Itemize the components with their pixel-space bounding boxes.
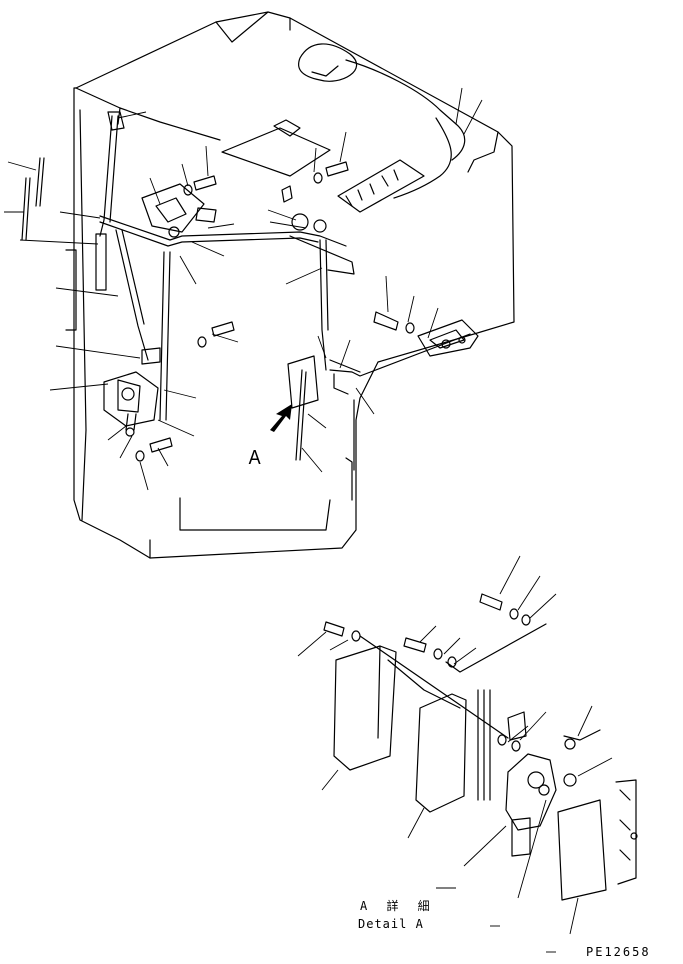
leader-lines-main [4,87,483,491]
ceiling-panel [221,43,457,213]
view-arrow-a [270,404,292,432]
wiper-blades-left [21,157,45,241]
upper-bracket [141,183,327,238]
wiper-linkage [95,111,471,421]
detail-caption-en: Detail A [358,917,424,931]
drawing-number: PE12658 [586,945,651,959]
detail-a-drawing [297,555,638,953]
side-panel [287,355,319,461]
right-bracket [417,319,479,357]
cab-outline [65,11,515,559]
detail-caption-jp: A 詳 細 [360,899,436,913]
bolts-main [135,161,415,462]
wiper-motor-front [103,347,161,437]
view-marker-label: A [248,447,261,469]
